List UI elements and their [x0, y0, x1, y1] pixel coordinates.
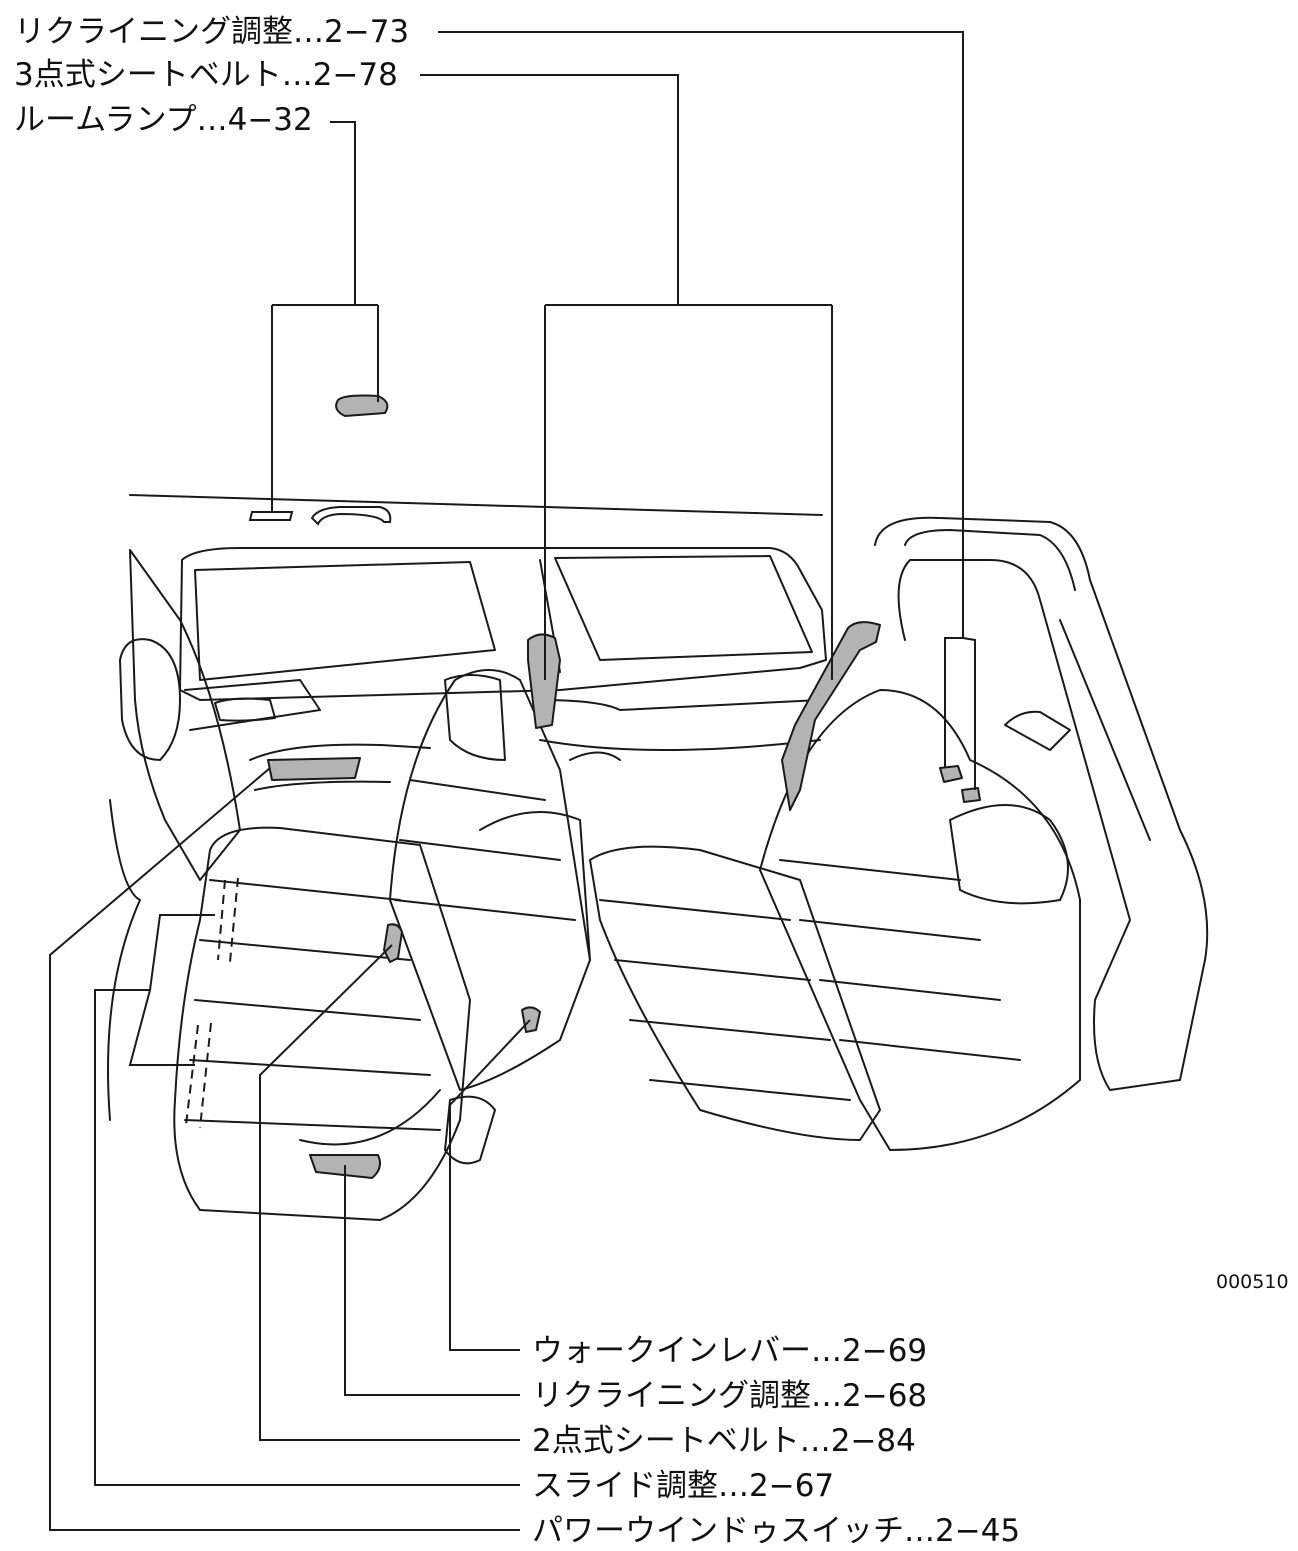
figure-code: 000510	[1216, 1271, 1289, 1293]
callout-walk-in-lever: ウォークインレバー…2−69	[532, 1333, 928, 1369]
leader-room-lamp	[330, 121, 356, 305]
callout-slide: スライド調整…2−67	[532, 1468, 835, 1504]
front-door-frame	[874, 516, 1209, 1091]
rear-quarter-window	[179, 547, 827, 701]
rear-seat-back	[389, 669, 591, 1091]
leader-window-switch	[49, 767, 520, 1531]
window-switch-part	[267, 757, 361, 781]
callout-recline-2-68: リクライニング調整…2−68	[532, 1378, 928, 1414]
room-lamp-part	[335, 394, 389, 417]
rear-seat-cushion	[173, 826, 471, 1221]
callout-room-lamp: ルームランプ…4−32	[14, 102, 313, 138]
leader-slide	[94, 914, 520, 1486]
left-headrest	[119, 638, 181, 761]
leader-3pt-belt	[420, 74, 679, 305]
leader-walk-in	[449, 1019, 531, 1351]
leader-recline-top	[438, 31, 964, 768]
callout-2pt-belt: 2点式シートベルト…2−84	[532, 1423, 916, 1459]
leader-recline-bottom	[344, 1165, 520, 1396]
front-seat-back	[759, 689, 1081, 1151]
belt-buckle-part	[383, 923, 403, 963]
callout-3pt-belt: 3点式シートベルト…2−78	[14, 57, 398, 93]
seatbelt-anchor-left	[527, 633, 561, 729]
recline-lever-front-2	[961, 787, 981, 803]
callout-recline-2-73: リクライニング調整…2−73	[14, 14, 410, 50]
callout-window-switch: パワーウインドゥスイッチ…2−45	[532, 1513, 1021, 1549]
left-door-panel	[129, 549, 241, 881]
walk-in-lever-part	[521, 1006, 541, 1033]
recline-lever-front	[939, 765, 963, 783]
front-seat-cushion	[589, 845, 881, 1141]
roof-line	[129, 494, 823, 516]
leader-2pt-belt	[259, 944, 520, 1441]
